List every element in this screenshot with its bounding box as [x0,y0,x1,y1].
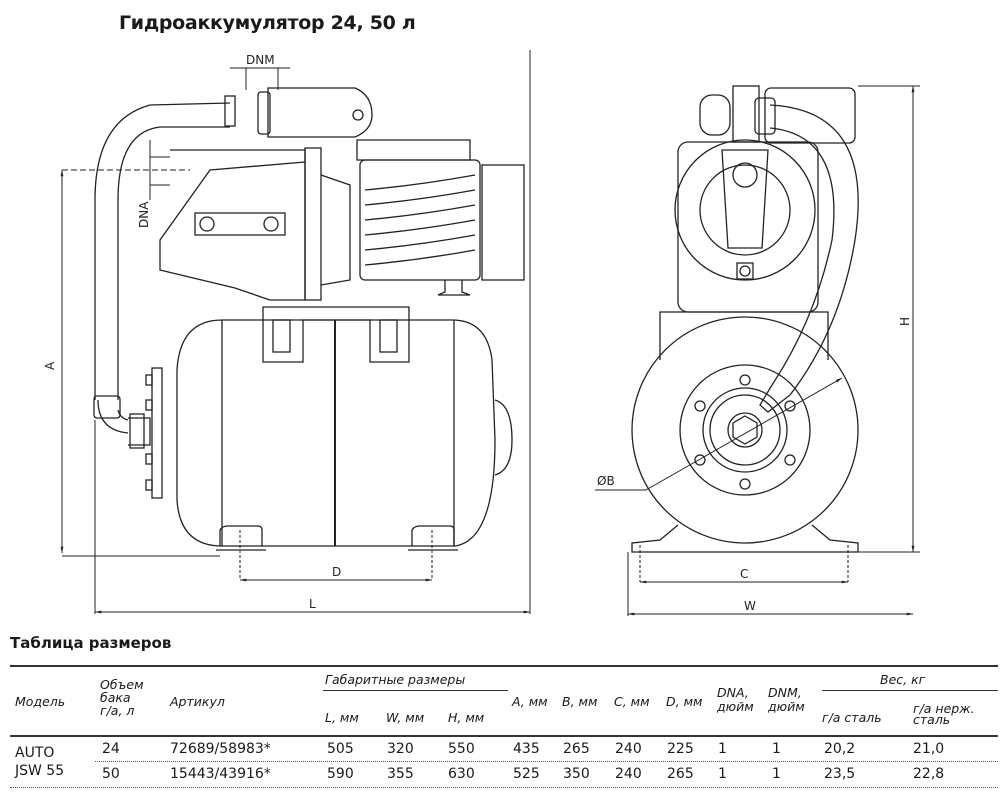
cell-dnm: 1 [772,766,781,782]
pump-front [674,85,856,313]
label-d: D [332,565,341,579]
header-overall: Габаритные размеры [325,672,466,687]
label-l: L [309,597,316,611]
cell-b: 265 [563,741,590,757]
header-h: H, мм [448,710,485,725]
table-top-rule [10,665,998,667]
tank-side [176,319,513,551]
front-view [631,85,859,553]
cell-weight-stainless: 21,0 [913,741,945,757]
technical-drawing: DNM DNA A D L H ØB C W [43,50,920,616]
label-w: W [744,599,756,613]
tank-front [631,311,859,553]
drawing-title: Гидроаккумулятор 24, 50 л [119,12,416,34]
hose-side [93,102,231,434]
header-l: L, мм [325,710,359,725]
cell-a: 435 [513,741,540,757]
cell-article: 15443/43916* [170,766,271,782]
header-weight-steel: г/а сталь [822,710,882,725]
cell-w: 320 [387,741,414,757]
cell-l: 505 [327,741,354,757]
header-volume-2: бака [100,690,131,705]
cell-h: 550 [448,741,475,757]
header-dnm-2: дюйм [768,699,805,714]
header-b: B, мм [562,694,598,709]
cell-c: 240 [615,741,642,757]
label-h: H [898,317,912,326]
header-w: W, мм [386,710,425,725]
label-b: ØB [597,474,615,488]
cell-c: 240 [615,766,642,782]
cell-d: 265 [667,766,694,782]
cell-d: 225 [667,741,694,757]
cell-w: 355 [387,766,414,782]
cell-l: 590 [327,766,354,782]
header-volume-1: Объем [100,677,144,692]
label-dnm: DNM [246,53,275,67]
header-c: C, мм [614,694,650,709]
front-dimensions [595,85,920,616]
header-dna-1: DNA, [717,685,749,700]
pump-body-side [159,87,525,301]
cell-article: 72689/58983* [170,741,271,757]
dimensions-table: Модель Объем бака г/а, л Артикул Габарит… [10,665,998,790]
header-volume-3: г/а, л [100,703,135,718]
model-line-2: JSW 55 [15,763,65,779]
drawing-svg: DNM DNA A D L H ØB C W [43,50,920,616]
cell-weight-stainless: 22,8 [913,766,945,782]
header-weight-stainless-2: сталь [913,712,951,727]
cell-weight-steel: 20,2 [824,741,856,757]
cell-volume: 50 [102,766,120,782]
cell-dnm: 1 [772,741,781,757]
model-line-1: AUTO [15,745,55,761]
side-dimensions [60,50,531,614]
overall-group-rule [323,690,508,691]
header-weight-stainless-1: г/а нерж. [913,701,975,716]
label-dna: DNA [137,201,151,228]
header-model: Модель [15,694,66,709]
cell-a: 525 [513,766,540,782]
hose-front [754,97,859,413]
header-a: A, мм [512,694,548,709]
header-dnm-1: DNM, [768,685,802,700]
cell-dna: 1 [718,741,727,757]
cell-h: 630 [448,766,475,782]
cell-b: 350 [563,766,590,782]
table-bottom-rule [10,787,998,788]
cell-volume: 24 [102,741,120,757]
cell-weight-steel: 23,5 [824,766,856,782]
pump-bracket [262,306,410,363]
header-weight: Вес, кг [880,672,926,687]
weight-group-rule [822,690,998,691]
header-dna-2: дюйм [717,699,754,714]
label-a: A [43,361,57,370]
row-divider [95,761,998,762]
label-c: C [740,567,748,581]
table-title: Таблица размеров [10,634,172,652]
header-bottom-rule [10,735,998,737]
tank-flange [128,367,163,499]
header-d: D, мм [666,694,703,709]
side-view [93,87,525,551]
cell-dna: 1 [718,766,727,782]
header-article: Артикул [170,694,225,709]
